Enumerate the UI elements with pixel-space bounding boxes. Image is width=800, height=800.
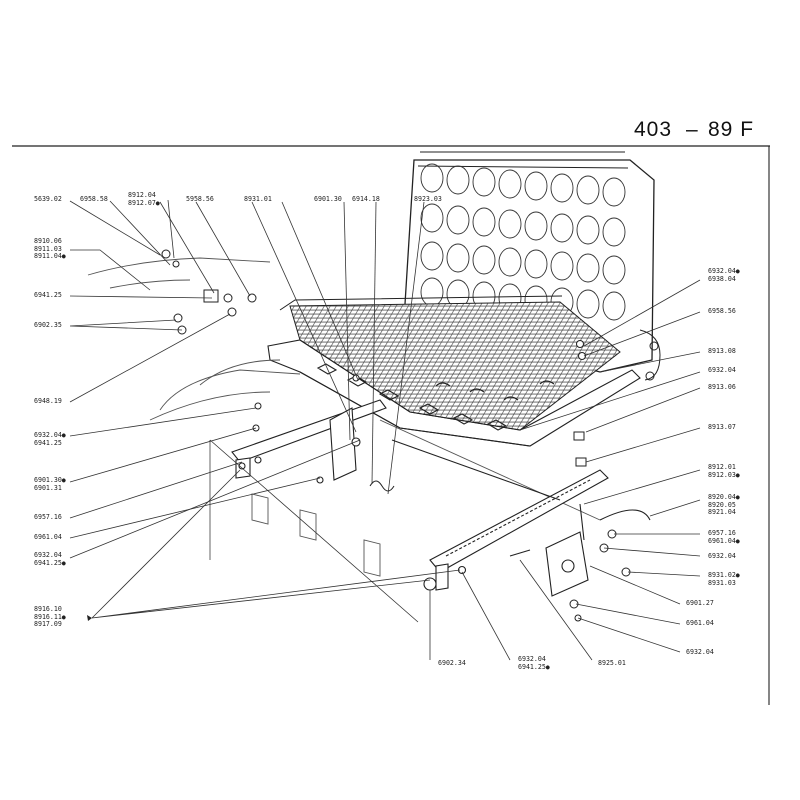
label-8913-08: 8913.08	[708, 347, 736, 355]
label-8923-03: 8923.03	[414, 195, 442, 203]
seat-back-spring-frame	[403, 151, 661, 381]
model-number: 403	[634, 118, 673, 141]
left-seat-rail	[231, 399, 387, 484]
label-5958-56: 5958.56	[186, 195, 214, 203]
adjuster-plate	[509, 503, 651, 597]
label-6902-35: 6902.35	[34, 321, 62, 329]
label-6941-25-left: 6941.25	[34, 291, 62, 299]
label-6901-30-top: 6901.30	[314, 195, 342, 203]
label-6901-27: 6901.27	[686, 599, 714, 607]
label-8931-group: 8931.02●8931.03	[708, 571, 740, 587]
right-seat-rail	[391, 439, 609, 591]
label-6961-04-left: 6961.04	[34, 533, 62, 541]
label-6932-04-right-d: 6932.04	[686, 648, 714, 656]
header-dash: –	[686, 118, 699, 141]
label-6901-30-group: 6901.30●6901.31	[34, 476, 66, 492]
leader-lines	[69, 199, 701, 661]
floor-pan-outline	[87, 257, 601, 577]
label-6958-56-right: 6958.56	[708, 307, 736, 315]
label-6932-04-right-c: 6932.04	[708, 552, 736, 560]
leader-arrowheads	[87, 615, 92, 621]
label-6958-58: 6958.58	[80, 195, 108, 203]
label-5639-02: 5639.02	[34, 195, 62, 203]
label-6932-04-right: 6932.04●6938.04	[708, 267, 740, 283]
label-6914-18: 6914.18	[352, 195, 380, 203]
label-6902-34: 6902.34	[438, 659, 466, 667]
label-8925-01: 8925.01	[598, 659, 626, 667]
plate-number: 89 F	[708, 118, 755, 141]
label-8913-07: 8913.07	[708, 423, 736, 431]
label-8913-06: 8913.06	[708, 383, 736, 391]
label-6932-04-right-b: 6932.04	[708, 366, 736, 374]
label-6957-16-left: 6957.16	[34, 513, 62, 521]
label-6932-group-a: 6932.04●6941.25	[34, 431, 66, 447]
label-8931-01: 8931.01	[244, 195, 272, 203]
label-6948-19: 6948.19	[34, 397, 62, 405]
label-6961-04-right: 6961.04	[686, 619, 714, 627]
